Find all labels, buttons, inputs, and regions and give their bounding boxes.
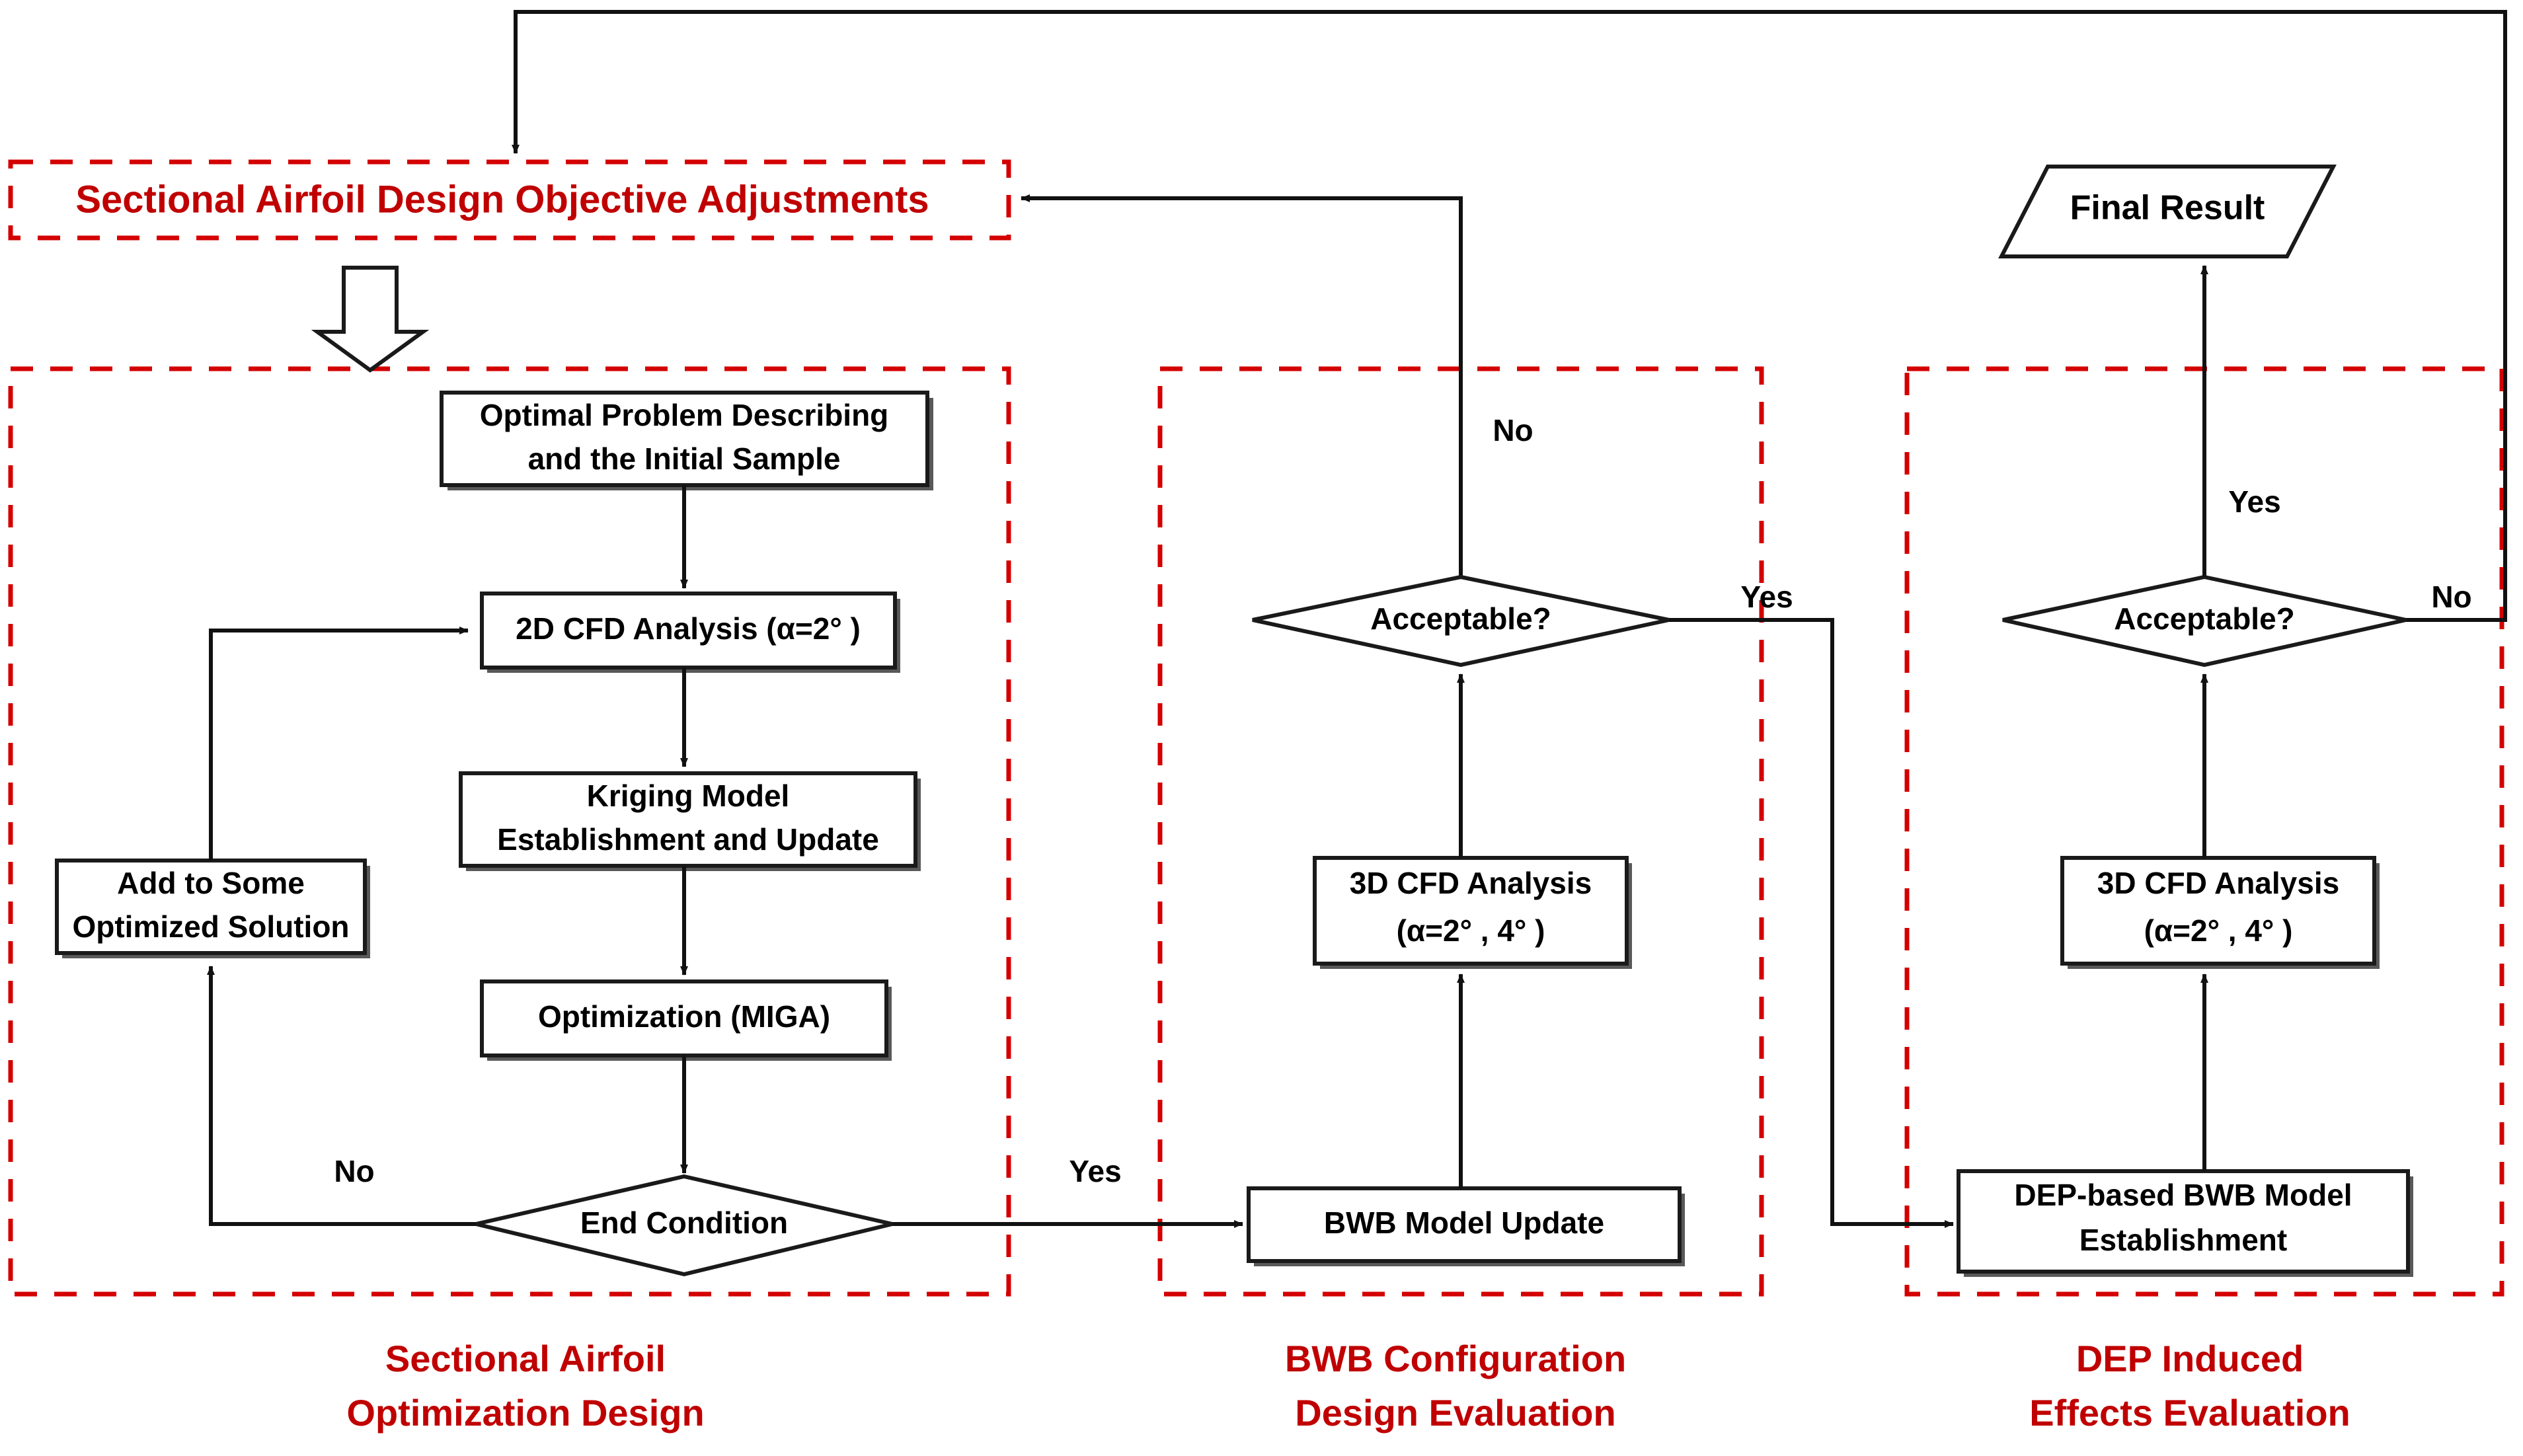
hollow-down-arrow [311,266,430,373]
panel-sectional-border [8,366,1011,1297]
node-cfd3d-dep-line2: (α=2° , 4° ) [2144,913,2293,948]
edge-acceptable-bwb-yes [1669,618,1954,1228]
node-bwb-model-update[interactable] [1247,1186,1682,1263]
panel-bwb-border [1157,366,1764,1297]
node-dep-model-establishment-line2: Establishment [2079,1223,2287,1257]
node-add-optimized-solution-line1: Add to Some [117,866,305,900]
node-cfd3d-dep[interactable] [2060,856,2376,966]
node-optimal-problem-line2: and the Initial Sample [528,441,841,476]
node-cfd3d-bwb[interactable] [1313,856,1629,966]
node-end-condition-label: End Condition [580,1206,788,1240]
node-final-result[interactable] [1998,165,2337,258]
node-bwb-model-update-label: BWB Model Update [1324,1206,1604,1240]
node-final-result-label: Final Result [2070,189,2265,227]
panel-dep-caption-line2: Effects Evaluation [2029,1392,2350,1434]
node-cfd2d-label: 2D CFD Analysis (α=2° ) [516,611,861,646]
node-acceptable-bwb-label: Acceptable? [1370,601,1551,636]
node-cfd3d-bwb-line1: 3D CFD Analysis [1350,866,1592,900]
node-kriging-line2: Establishment and Update [497,822,879,857]
node-end-condition[interactable] [475,1174,893,1277]
edge-label-acceptable-bwb-yes: Yes [1740,580,1793,614]
edge-label-acceptable-dep-no: No [2431,580,2471,614]
node-acceptable-dep[interactable] [2002,574,2407,668]
node-optimal-problem-line1: Optimal Problem Describing [480,398,889,432]
node-cfd2d[interactable] [480,592,897,670]
panel-sectional-caption-line2: Optimization Design [346,1392,704,1434]
panel-bwb-caption-line1: BWB Configuration [1285,1338,1626,1379]
edge-add-solution-to-cfd2d [209,627,469,861]
panel-adjustment-border [8,159,1011,241]
node-kriging-line1: Kriging Model [587,779,790,813]
edge-label-end-condition-yes: Yes [1069,1154,1121,1188]
node-cfd3d-dep-line1: 3D CFD Analysis [2097,866,2339,900]
node-add-optimized-solution-line2: Optimized Solution [72,909,349,944]
node-optimization-label: Optimization (MIGA) [538,999,830,1034]
node-dep-model-establishment-line1: DEP-based BWB Model [2014,1178,2352,1212]
node-dep-model-establishment[interactable] [1957,1169,2410,1274]
node-acceptable-bwb[interactable] [1252,574,1670,668]
panel-dep-caption-line1: DEP Induced [2076,1338,2304,1379]
panel-bwb-caption-line2: Design Evaluation [1295,1392,1615,1434]
panel-sectional-caption-line1: Sectional Airfoil [385,1338,666,1379]
node-cfd3d-bwb-line2: (α=2° , 4° ) [1397,913,1545,948]
node-kriging[interactable] [459,771,917,868]
edge-label-end-condition-no: No [334,1154,374,1188]
edge-label-acceptable-bwb-no: No [1493,413,1533,447]
edge-dep-no-to-adjustment [512,10,2507,622]
edge-end-condition-no [207,966,476,1226]
edge-label-acceptable-dep-yes: Yes [2228,484,2280,519]
node-acceptable-dep-label: Acceptable? [2114,601,2295,636]
edge-bwb-no-to-adjustment [1021,194,1463,620]
adjustment-block-label: Sectional Airfoil Design Objective Adjus… [75,178,929,221]
